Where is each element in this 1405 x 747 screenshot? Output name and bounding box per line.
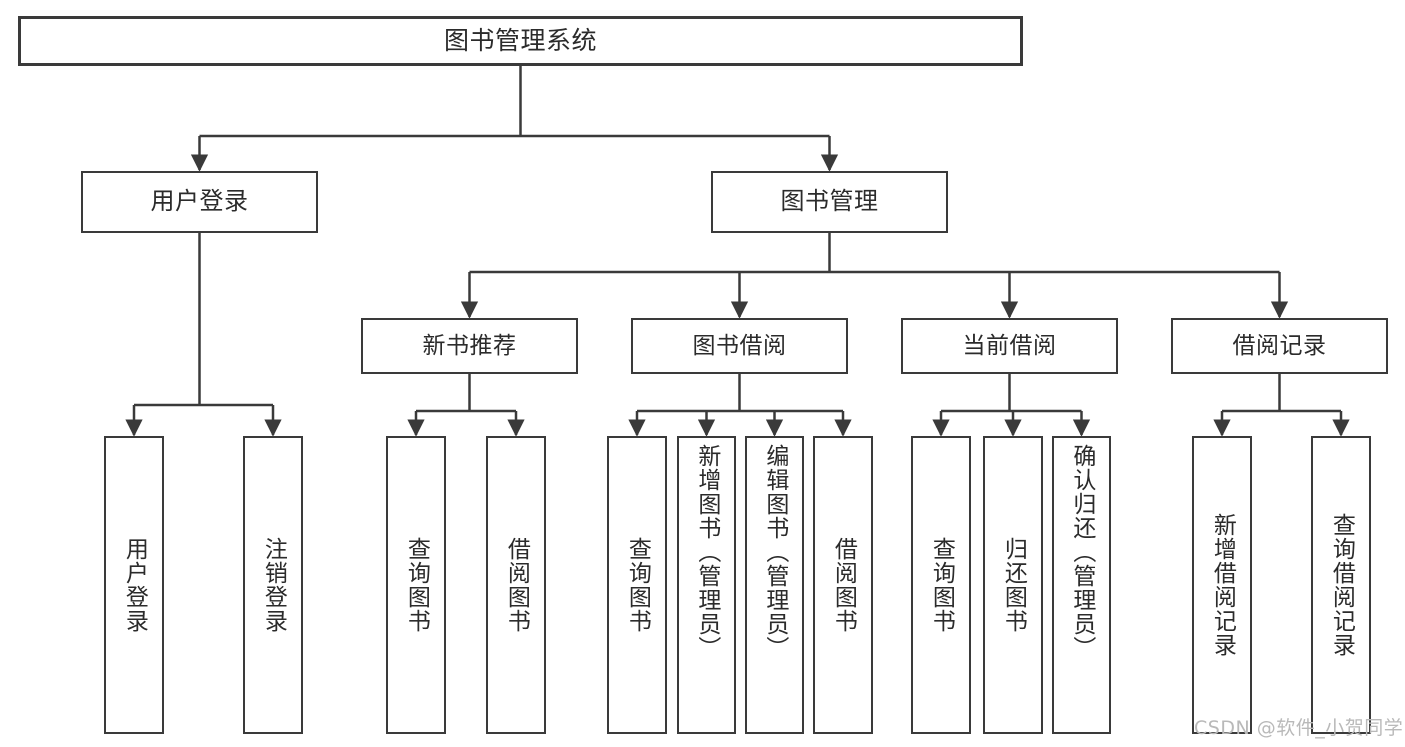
node-leaf-query-book-3[interactable]: 查询图书 (911, 436, 971, 734)
node-label: 图书管理 (780, 187, 879, 216)
node-label-wrap: 编辑图书（管理员） (747, 438, 802, 738)
node-leaf-user-logout[interactable]: 注销登录 (243, 436, 303, 734)
node-label: 用户登录 (121, 537, 148, 633)
node-label: 确认归还（管理员） (1068, 444, 1095, 660)
node-label-wrap: 查询图书 (609, 438, 665, 732)
node-leaf-query-record[interactable]: 查询借阅记录 (1311, 436, 1371, 734)
node-user-login[interactable]: 用户登录 (81, 171, 318, 233)
node-leaf-borrow-book-2[interactable]: 借阅图书 (813, 436, 873, 734)
node-label-wrap: 用户登录 (106, 438, 162, 732)
node-label: 新书推荐 (422, 332, 517, 359)
node-label: 当前借阅 (962, 332, 1057, 359)
node-label: 借阅记录 (1232, 332, 1327, 359)
node-root[interactable]: 图书管理系统 (18, 16, 1023, 66)
node-leaf-borrow-book-1[interactable]: 借阅图书 (486, 436, 546, 734)
node-label: 注销登录 (260, 537, 287, 633)
node-leaf-return-book[interactable]: 归还图书 (983, 436, 1043, 734)
node-book-borrow[interactable]: 图书借阅 (631, 318, 848, 374)
node-label-wrap: 确认归还（管理员） (1054, 438, 1109, 738)
node-label: 新增图书（管理员） (693, 444, 720, 660)
node-leaf-query-book-1[interactable]: 查询图书 (386, 436, 446, 734)
node-leaf-add-book[interactable]: 新增图书（管理员） (677, 436, 736, 734)
node-label-wrap: 查询借阅记录 (1313, 438, 1369, 732)
node-label: 用户登录 (150, 187, 249, 216)
node-label: 查询借阅记录 (1328, 513, 1355, 657)
node-label: 编辑图书（管理员） (761, 444, 788, 660)
node-current-borrow[interactable]: 当前借阅 (901, 318, 1118, 374)
node-leaf-edit-book[interactable]: 编辑图书（管理员） (745, 436, 804, 734)
node-leaf-query-book-2[interactable]: 查询图书 (607, 436, 667, 734)
node-label-wrap: 注销登录 (245, 438, 301, 732)
node-label: 借阅图书 (503, 537, 530, 633)
watermark-text: CSDN @软件_小贺同学 (1194, 717, 1404, 739)
node-label: 查询图书 (403, 537, 430, 633)
node-label: 图书借阅 (692, 332, 787, 359)
node-label: 借阅图书 (830, 537, 857, 633)
node-label-wrap: 归还图书 (985, 438, 1041, 732)
node-label: 新增借阅记录 (1209, 513, 1236, 657)
node-leaf-confirm-return[interactable]: 确认归还（管理员） (1052, 436, 1111, 734)
node-label: 图书管理系统 (443, 25, 597, 55)
node-label: 归还图书 (1000, 537, 1027, 633)
node-label: 查询图书 (928, 537, 955, 633)
node-label-wrap: 查询图书 (388, 438, 444, 732)
node-borrow-record[interactable]: 借阅记录 (1171, 318, 1388, 374)
node-new-book-recommend[interactable]: 新书推荐 (361, 318, 578, 374)
node-book-management[interactable]: 图书管理 (711, 171, 948, 233)
node-label: 查询图书 (624, 537, 651, 633)
node-label-wrap: 新增借阅记录 (1194, 438, 1250, 732)
node-leaf-add-record[interactable]: 新增借阅记录 (1192, 436, 1252, 734)
node-leaf-user-login[interactable]: 用户登录 (104, 436, 164, 734)
node-label-wrap: 借阅图书 (815, 438, 871, 732)
node-label-wrap: 借阅图书 (488, 438, 544, 732)
node-label-wrap: 查询图书 (913, 438, 969, 732)
node-label-wrap: 新增图书（管理员） (679, 438, 734, 738)
